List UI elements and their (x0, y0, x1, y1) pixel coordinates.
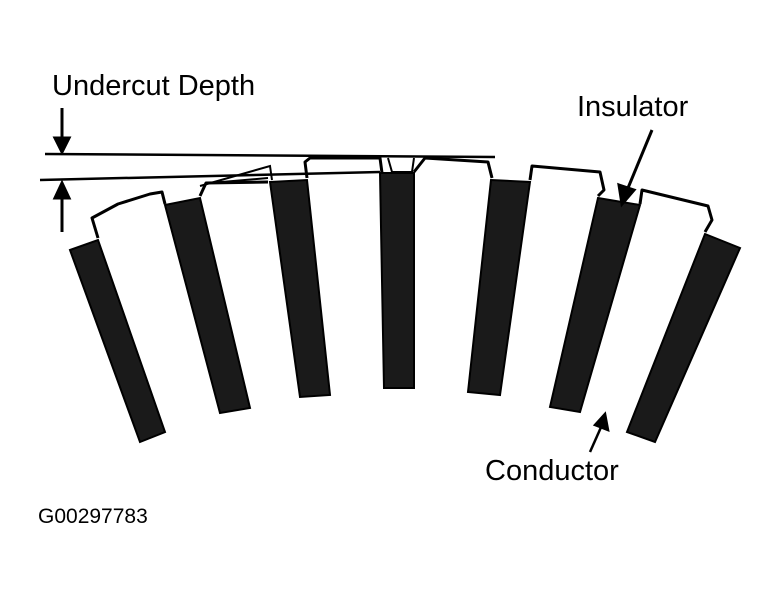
bar-2 (198, 180, 269, 197)
conductor-bars (90, 156, 714, 239)
segment-4 (378, 172, 415, 389)
insulator-label: Insulator (577, 91, 689, 123)
undercut-reference-lines (39, 152, 496, 182)
bar-3 (303, 156, 384, 179)
segment-1 (68, 238, 167, 444)
arrow-down-head (52, 136, 72, 156)
segment-7 (625, 232, 742, 444)
undercut-depth-label: Undercut Depth (52, 70, 256, 102)
segment-5 (466, 178, 532, 397)
bottom-reference-line (39, 170, 381, 182)
undercut-notch (387, 157, 415, 173)
undercut-arrows (52, 108, 72, 232)
figure-id: G00297783 (38, 505, 148, 528)
conductor-arrow-head (592, 411, 610, 432)
top-reference-line (44, 152, 496, 159)
conductor-leader-line (588, 424, 604, 453)
insulator-leader (617, 129, 654, 208)
conductor-leader (588, 411, 610, 453)
segment-6 (548, 196, 642, 414)
segment-2 (163, 196, 252, 415)
insulator-leader-line (626, 129, 654, 189)
arrow-up-head (52, 179, 72, 200)
bar-4 (412, 156, 494, 179)
segment-3 (268, 178, 332, 399)
conductor-label: Conductor (485, 455, 619, 487)
bar-1 (90, 190, 167, 239)
insulator-arrow-head (617, 182, 637, 208)
bar-6 (638, 188, 714, 233)
insulator-segments (68, 172, 742, 444)
bar-5 (528, 164, 606, 198)
